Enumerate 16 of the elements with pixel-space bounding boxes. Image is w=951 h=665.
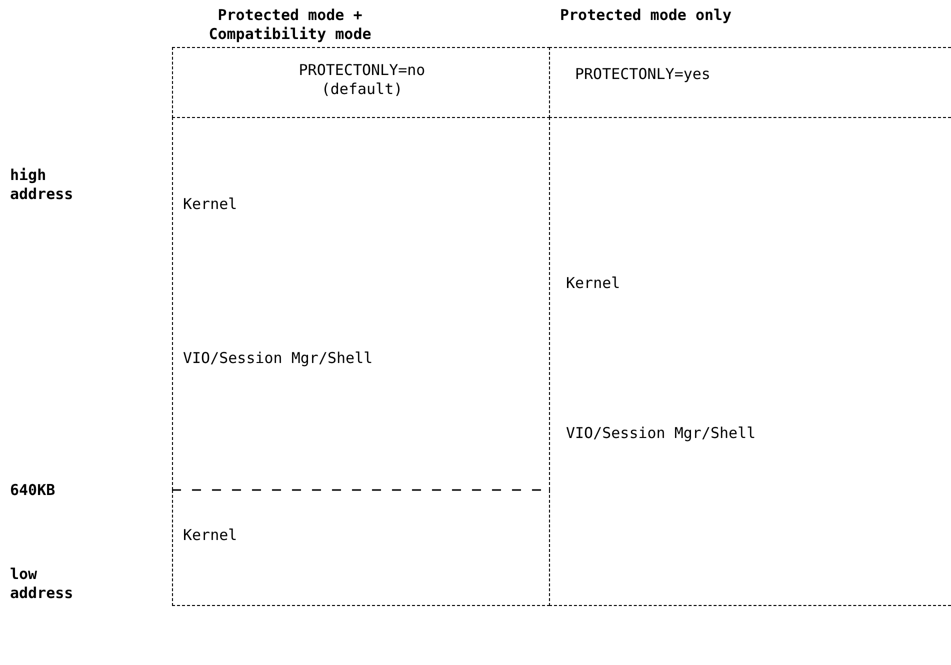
memory-segment-label: VIO/Session Mgr/Shell <box>183 349 373 368</box>
config-setting: PROTECTONLY=no (default) <box>298 61 426 99</box>
memory-segment-label: Kernel <box>183 526 238 545</box>
column-heading: Protected mode + Compatibility mode <box>208 6 372 44</box>
memory-segment-label: Kernel <box>566 274 620 293</box>
table-header-cell <box>172 47 550 118</box>
memory-region <box>172 490 550 606</box>
memory-region <box>172 117 550 490</box>
address-label: 640KB <box>10 481 56 500</box>
memory-segment-label: Kernel <box>183 195 238 214</box>
column-heading: Protected mode only <box>560 6 733 25</box>
memory-segment-label: VIO/Session Mgr/Shell <box>566 424 756 443</box>
address-label: high address <box>10 166 74 204</box>
config-setting: PROTECTONLY=yes <box>575 65 710 84</box>
address-label: low address <box>10 565 74 603</box>
table-header-cell <box>549 47 951 118</box>
